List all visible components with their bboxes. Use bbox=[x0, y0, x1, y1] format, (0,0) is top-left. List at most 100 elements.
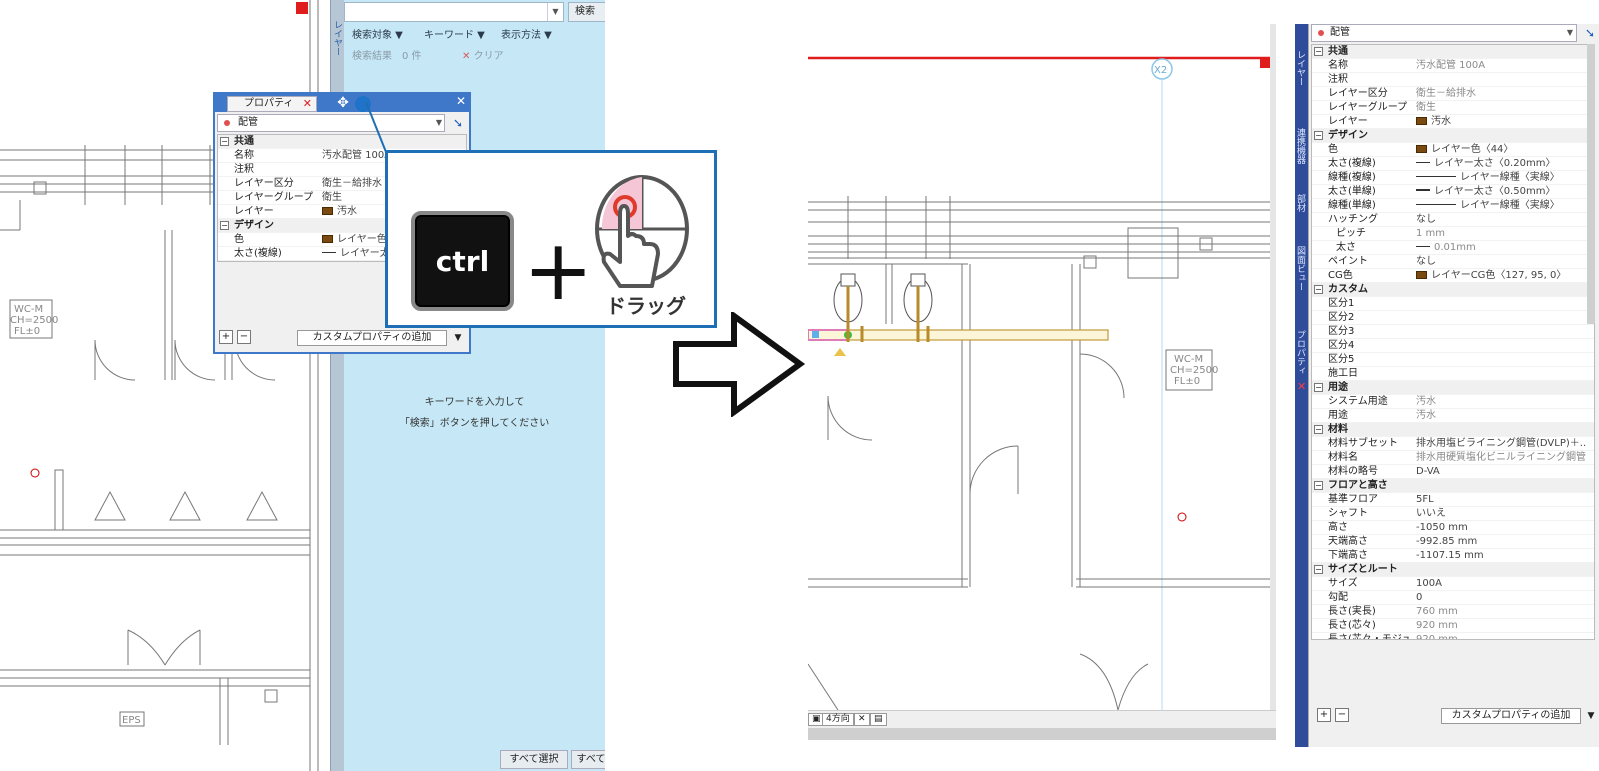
dialog-titlebar[interactable]: プロパティ ✕ ✥ ✕ bbox=[215, 94, 469, 112]
property-value[interactable]: 100A bbox=[1416, 578, 1442, 589]
collapse-icon[interactable]: − bbox=[1314, 285, 1323, 294]
close-icon[interactable]: ✕ bbox=[1297, 380, 1307, 393]
collapse-all-button[interactable]: − bbox=[1335, 708, 1349, 722]
collapse-icon[interactable]: − bbox=[1314, 425, 1323, 434]
property-value[interactable]: 760 mm bbox=[1416, 606, 1458, 617]
property-row[interactable]: 太さ(複線)レイヤー太さ〈0.20mm〉 bbox=[1312, 157, 1594, 171]
property-value[interactable]: 排水用硬質塩化ビニルライニング鋼管 bbox=[1416, 452, 1586, 463]
property-value[interactable]: 衛生－給排水 bbox=[322, 178, 382, 189]
property-value[interactable]: レイヤー線種〈実線〉 bbox=[1416, 171, 1586, 185]
property-row[interactable]: 色レイヤー色 bbox=[218, 233, 466, 247]
property-row[interactable]: 材料サブセット排水用塩ビライニング鋼管(DVLP)＋... bbox=[1312, 437, 1594, 451]
property-row[interactable]: ハッチングなし bbox=[1312, 213, 1594, 227]
property-section[interactable]: −共通 bbox=[218, 135, 466, 149]
tab-layer[interactable]: レイヤー bbox=[1295, 50, 1305, 86]
close-icon[interactable]: ✕ bbox=[854, 713, 870, 726]
property-row[interactable]: 区分3 bbox=[1312, 325, 1594, 339]
property-row[interactable]: システム用途汚水 bbox=[1312, 395, 1594, 409]
property-value[interactable]: 汚水 bbox=[1416, 115, 1586, 129]
chevron-down-icon[interactable]: ▼ bbox=[547, 3, 563, 21]
property-section[interactable]: −サイズとルート bbox=[1312, 563, 1594, 577]
property-section[interactable]: −カスタム bbox=[1312, 283, 1594, 297]
search-button[interactable]: 検索 bbox=[568, 2, 605, 22]
tab-properties[interactable]: プロパティ bbox=[1295, 330, 1305, 375]
property-row[interactable]: 名称汚水配管 100A bbox=[218, 149, 466, 163]
property-value[interactable]: レイヤー太さ〈0.20mm〉 bbox=[1416, 157, 1586, 171]
property-row[interactable]: レイヤー汚水 bbox=[218, 205, 466, 219]
property-row[interactable]: 区分4 bbox=[1312, 339, 1594, 353]
expand-all-button[interactable]: + bbox=[1317, 708, 1331, 722]
property-value[interactable]: 920 mm bbox=[1416, 634, 1458, 640]
left-pin-marker[interactable] bbox=[296, 2, 308, 14]
property-row[interactable]: 区分5 bbox=[1312, 353, 1594, 367]
view-icon[interactable]: ▣ bbox=[808, 713, 825, 726]
property-value[interactable]: レイヤー太 bbox=[322, 247, 390, 261]
property-row[interactable]: 線種(複線)レイヤー線種〈実線〉 bbox=[1312, 171, 1594, 185]
property-row[interactable]: 太さ(単線)レイヤー太さ〈0.50mm〉 bbox=[1312, 185, 1594, 199]
property-row[interactable]: 太さ(複線)レイヤー太 bbox=[218, 247, 466, 261]
property-value[interactable]: 汚水配管 100A bbox=[322, 150, 392, 161]
property-row[interactable]: 用途汚水 bbox=[1312, 409, 1594, 423]
property-row[interactable]: 高さ-1050 mm bbox=[1312, 521, 1594, 535]
property-row[interactable]: 材料名排水用硬質塩化ビニルライニング鋼管 bbox=[1312, 451, 1594, 465]
property-row[interactable]: 注釈 bbox=[1312, 73, 1594, 87]
expand-all-button[interactable]: + bbox=[219, 330, 233, 344]
collapse-icon[interactable]: − bbox=[1314, 565, 1323, 574]
property-row[interactable]: レイヤー区分衛生－給排水 bbox=[218, 177, 466, 191]
property-value[interactable]: -992.85 mm bbox=[1416, 536, 1478, 547]
clear-button[interactable]: ✕ クリア bbox=[462, 51, 504, 62]
property-value[interactable]: レイヤー線種〈実線〉 bbox=[1416, 199, 1586, 213]
property-scrollbar[interactable] bbox=[1587, 44, 1595, 324]
property-row[interactable]: 注釈 bbox=[218, 163, 466, 177]
property-value[interactable]: レイヤー色 bbox=[322, 233, 387, 247]
property-row[interactable]: 長さ(実長)760 mm bbox=[1312, 605, 1594, 619]
collapse-icon[interactable]: − bbox=[1314, 131, 1323, 140]
property-row[interactable]: CG色レイヤーCG色〈127, 95, 0〉 bbox=[1312, 269, 1594, 283]
direction-selector[interactable]: 4方向 bbox=[822, 713, 854, 726]
property-value[interactable]: -1050 mm bbox=[1416, 522, 1468, 533]
property-row[interactable]: レイヤーグループ衛生 bbox=[1312, 101, 1594, 115]
search-target-menu[interactable]: 検索対象 ▼ bbox=[352, 30, 403, 41]
property-value[interactable]: 汚水 bbox=[1416, 396, 1436, 407]
right-cad-canvas[interactable]: X2 bbox=[808, 24, 1276, 747]
property-section[interactable]: −デザイン bbox=[1312, 129, 1594, 143]
property-row[interactable]: 長さ(芯々・モジュ...920 mm bbox=[1312, 633, 1594, 640]
property-row[interactable]: 長さ(芯々)920 mm bbox=[1312, 619, 1594, 633]
property-row[interactable]: 天端高さ-992.85 mm bbox=[1312, 535, 1594, 549]
property-section[interactable]: −フロアと高さ bbox=[1312, 479, 1594, 493]
category-select[interactable]: 配管 ▼ bbox=[217, 114, 445, 132]
property-row[interactable]: レイヤーグループ衛生 bbox=[218, 191, 466, 205]
chevron-down-icon[interactable]: ▼ bbox=[1566, 28, 1573, 37]
page-icon[interactable]: ▤ bbox=[870, 713, 887, 726]
collapse-icon[interactable]: − bbox=[1314, 481, 1323, 490]
property-value[interactable]: -1107.15 mm bbox=[1416, 550, 1484, 561]
tab-properties[interactable]: プロパティ ✕ bbox=[227, 96, 317, 112]
property-value[interactable]: 汚水 bbox=[322, 205, 357, 219]
property-row[interactable]: 施工日 bbox=[1312, 367, 1594, 381]
pin-arrow-icon[interactable]: ➘ bbox=[452, 116, 464, 130]
property-value[interactable]: レイヤー太さ〈0.50mm〉 bbox=[1416, 185, 1586, 199]
property-row[interactable]: レイヤー汚水 bbox=[1312, 115, 1594, 129]
property-row[interactable]: レイヤー区分衛生－給排水 bbox=[1312, 87, 1594, 101]
property-row[interactable]: 線種(単線)レイヤー線種〈実線〉 bbox=[1312, 199, 1594, 213]
property-row[interactable]: 色レイヤー色〈44〉 bbox=[1312, 143, 1594, 157]
chevron-down-icon[interactable]: ▼ bbox=[435, 118, 442, 127]
property-value[interactable]: 汚水 bbox=[1416, 410, 1436, 421]
property-value[interactable]: 920 mm bbox=[1416, 620, 1458, 631]
collapse-icon[interactable]: − bbox=[220, 221, 229, 230]
property-value[interactable]: 1 mm bbox=[1416, 228, 1446, 239]
tab-linked-devices[interactable]: 連携機器 bbox=[1295, 128, 1305, 164]
search-keyword-menu[interactable]: キーワード ▼ bbox=[424, 30, 485, 41]
chevron-down-icon[interactable]: ▼ bbox=[1587, 711, 1595, 721]
property-row[interactable]: 下端高さ-1107.15 mm bbox=[1312, 549, 1594, 563]
add-custom-property-button[interactable]: カスタムプロパティの追加 bbox=[297, 330, 447, 346]
all-button[interactable]: すべて bbox=[571, 750, 605, 769]
property-value[interactable]: 衛生 bbox=[322, 192, 342, 203]
canvas-vertical-scrollbar[interactable] bbox=[1270, 24, 1276, 710]
tab-drawing-view[interactable]: 図面ビュー bbox=[1295, 246, 1305, 291]
collapse-icon[interactable]: − bbox=[1314, 47, 1323, 56]
property-row[interactable]: 区分2 bbox=[1312, 311, 1594, 325]
